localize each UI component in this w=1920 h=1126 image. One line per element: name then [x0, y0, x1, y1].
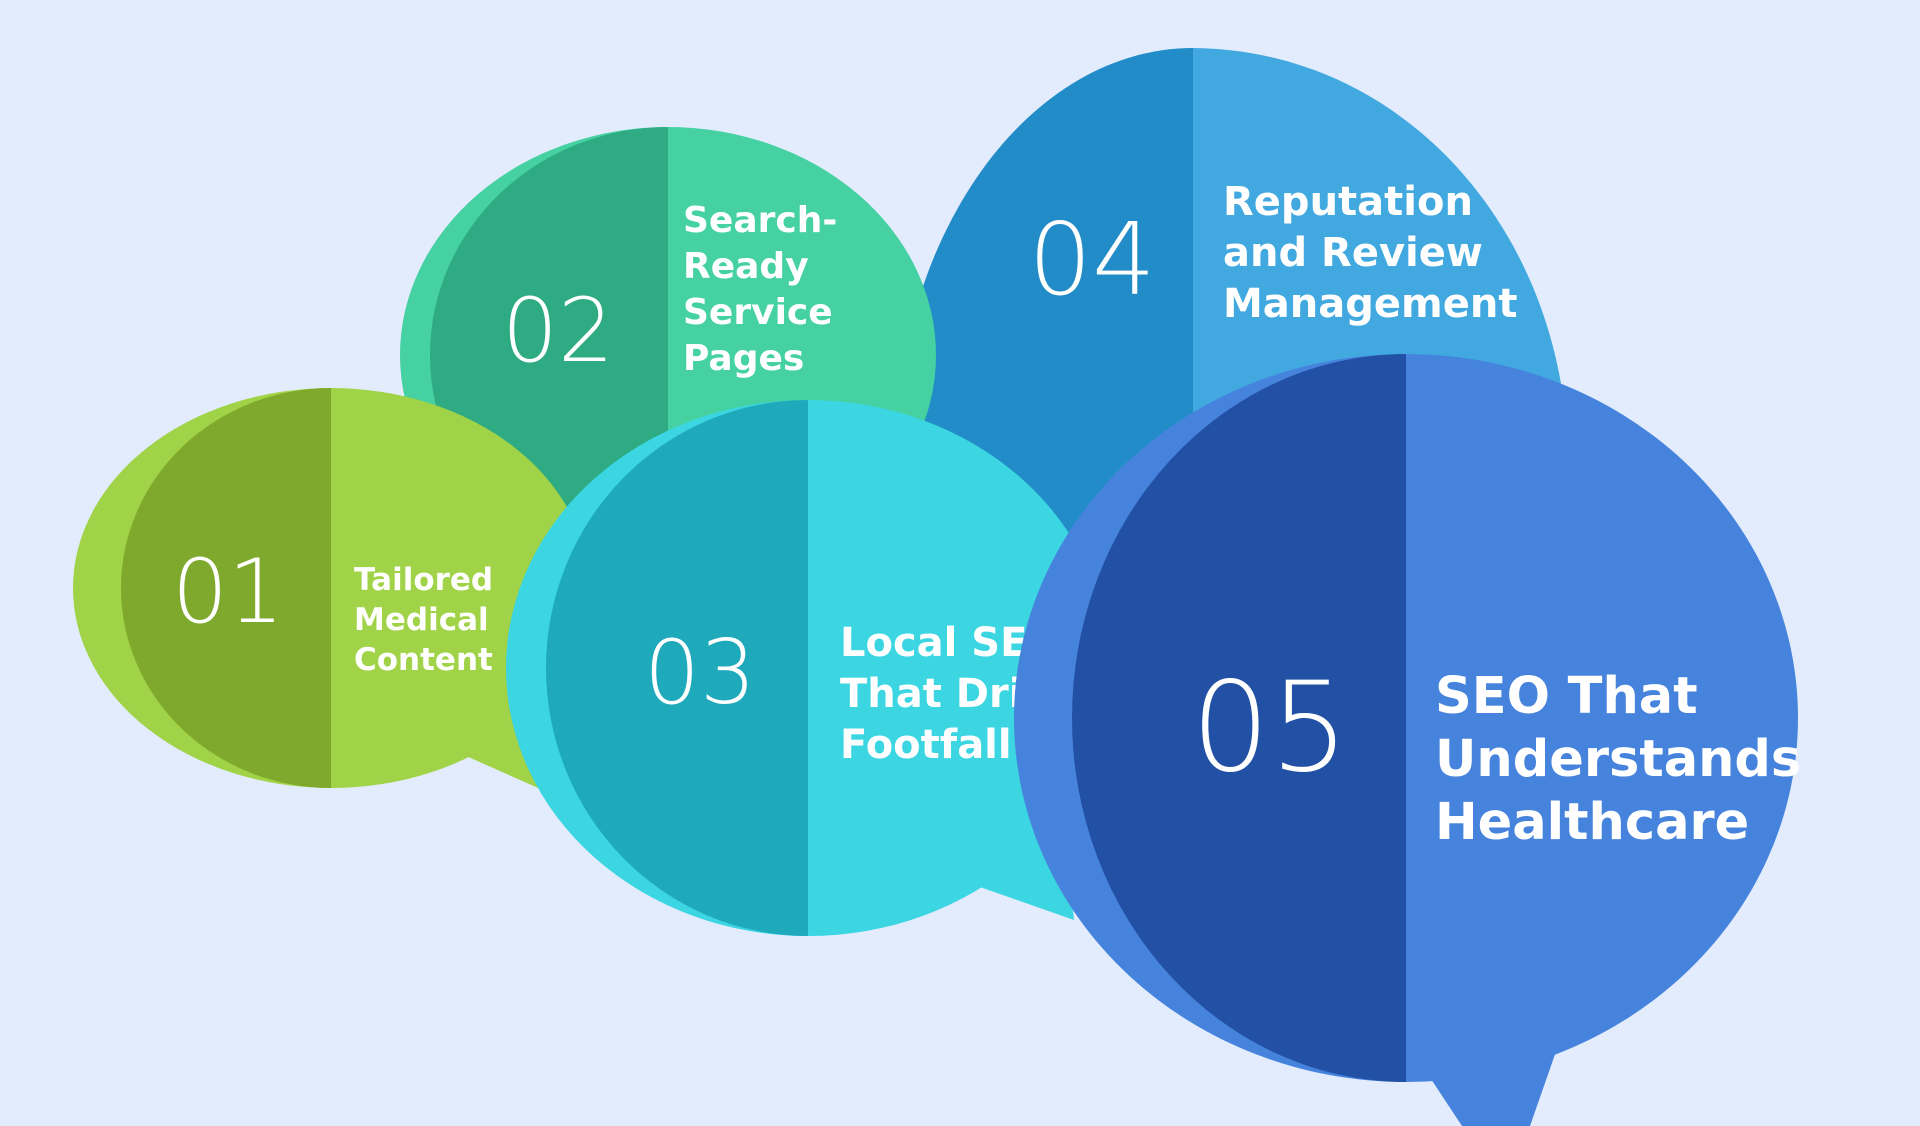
bubble-05-label-line-1: SEO That — [1435, 667, 1698, 726]
bubble-05-tail — [1425, 1040, 1560, 1126]
bubble-05-dark-half — [1072, 354, 1406, 1082]
bubble-01: 01 Tailored Medical Content — [73, 388, 589, 795]
bubble-05-label-line-2: Understands — [1435, 730, 1801, 789]
bubble-03-label-line-3: Footfall — [840, 722, 1012, 768]
bubble-02-label: Search- Ready Service Pages — [683, 200, 850, 379]
bubble-01-label-line-1: Tailored — [354, 562, 493, 598]
bubble-04-label-line-3: Management — [1223, 281, 1517, 327]
bubble-01-label-line-2: Medical — [354, 602, 489, 638]
bubble-01-number: 01 — [172, 540, 284, 643]
bubble-05: 05 SEO That Understands Healthcare — [1014, 354, 1819, 1126]
bubble-02-label-line-3: Service — [683, 292, 833, 333]
bubble-04-label-line-2: and Review — [1223, 230, 1483, 276]
bubble-05-label: SEO That Understands Healthcare — [1435, 667, 1819, 852]
bubble-01-label-line-3: Content — [354, 642, 493, 678]
bubble-05-label-line-3: Healthcare — [1435, 793, 1749, 852]
bubble-03: 03 Local SEO That Drives Footfall — [506, 400, 1110, 936]
bubble-02-number: 02 — [502, 279, 614, 382]
bubble-04-number: 04 — [1028, 201, 1155, 318]
bubble-03-number: 03 — [644, 621, 756, 724]
bubble-01-dark-half — [121, 388, 331, 788]
bubble-05-number: 05 — [1191, 656, 1349, 800]
bubble-02-label-line-1: Search- — [683, 200, 837, 241]
bubble-02-label-line-4: Pages — [683, 338, 804, 379]
bubble-02-label-line-2: Ready — [683, 246, 809, 287]
bubble-03-dark-half — [546, 400, 808, 936]
bubble-04-label-line-1: Reputation — [1223, 179, 1473, 225]
bubble-04-label: Reputation and Review Management — [1223, 179, 1517, 327]
bubble-01-label: Tailored Medical Content — [354, 562, 504, 678]
